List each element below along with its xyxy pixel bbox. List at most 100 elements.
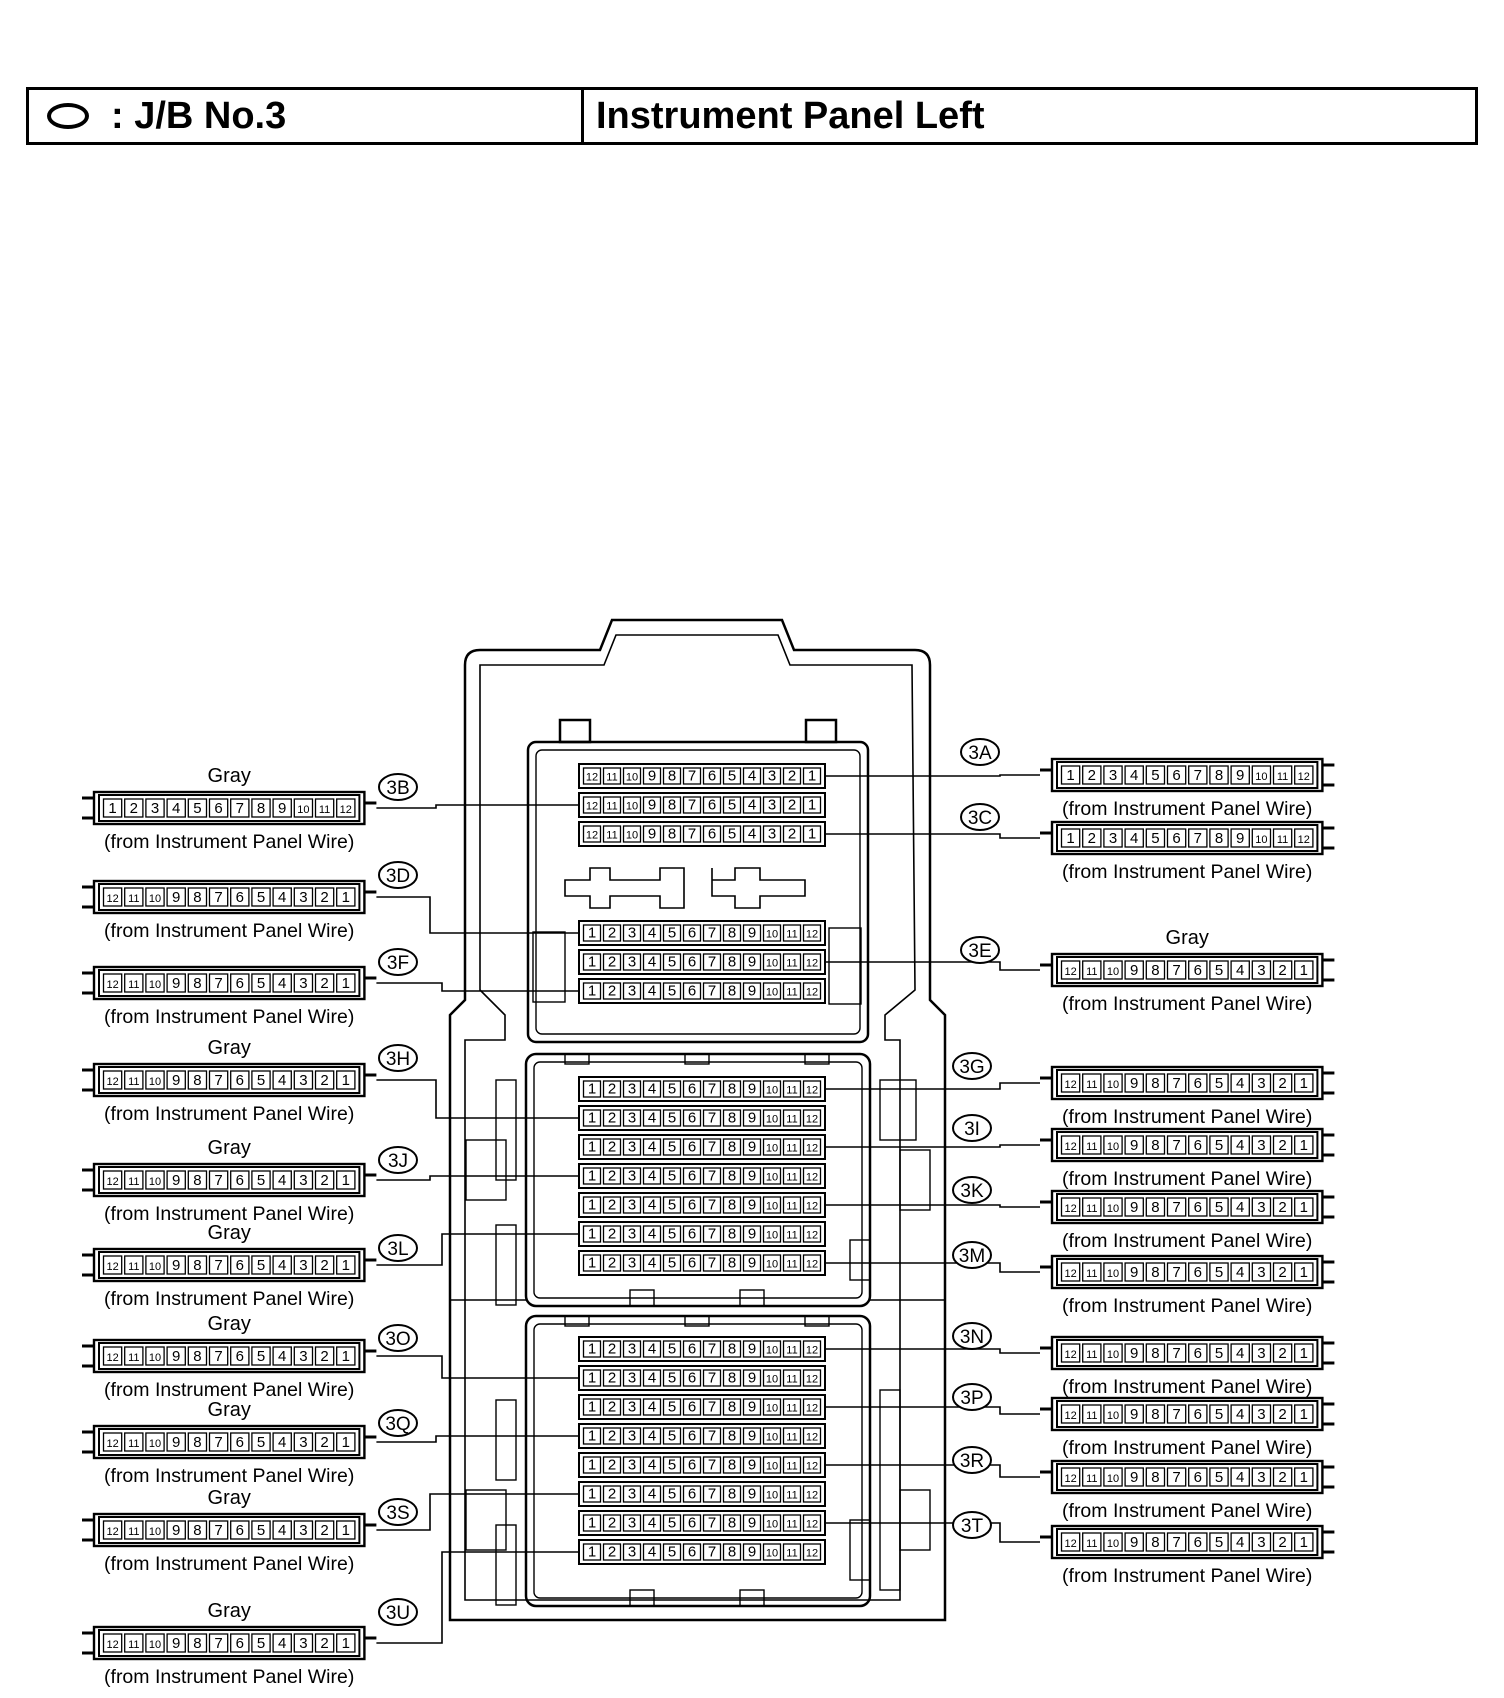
terminal-number: 2 <box>320 1348 328 1365</box>
terminal-number: 2 <box>1278 1137 1286 1154</box>
leader-line <box>825 774 1040 777</box>
terminal-number: 7 <box>1172 1264 1180 1281</box>
terminal-number: 8 <box>1151 1406 1159 1423</box>
terminal-number: 3 <box>628 1255 636 1272</box>
terminal-number: 1 <box>1300 1345 1308 1362</box>
terminal-number: 4 <box>648 1255 656 1272</box>
terminal-number: 3 <box>151 800 159 817</box>
terminal-number: 3 <box>1257 1469 1265 1486</box>
terminal-number: 8 <box>728 925 736 942</box>
terminal-number: 8 <box>728 983 736 1000</box>
terminal-number: 12 <box>586 772 598 784</box>
terminal-number: 12 <box>806 1374 818 1386</box>
terminal-number: 10 <box>1107 1410 1119 1422</box>
terminal-number: 8 <box>193 1434 201 1451</box>
terminal-number: 7 <box>708 1226 716 1243</box>
terminal-number: 12 <box>1298 834 1310 846</box>
terminal-number: 9 <box>748 1226 756 1243</box>
terminal-number: 9 <box>172 889 180 906</box>
leader-line <box>376 1551 579 1644</box>
terminal-number: 5 <box>1215 1199 1223 1216</box>
terminal-number: 3 <box>768 768 776 785</box>
terminal-number: 10 <box>1107 966 1119 978</box>
connector-color-label: Gray <box>208 765 251 787</box>
terminal-number: 11 <box>1086 1203 1097 1215</box>
terminal-number: 6 <box>1194 962 1202 979</box>
terminal-number: 6 <box>1194 1406 1202 1423</box>
terminal-number: 12 <box>806 987 818 999</box>
terminal-number: 8 <box>728 1399 736 1416</box>
terminal-number: 11 <box>1277 834 1288 846</box>
wire-source-caption: (from Instrument Panel Wire) <box>104 1103 354 1125</box>
terminal-number: 8 <box>193 975 201 992</box>
terminal-number: 2 <box>608 954 616 971</box>
terminal-number: 6 <box>1194 1534 1202 1551</box>
terminal-number: 5 <box>257 1348 265 1365</box>
terminal-number: 4 <box>278 889 286 906</box>
terminal-number: 3 <box>628 1168 636 1185</box>
terminal-number: 10 <box>1107 1141 1119 1153</box>
junction-block-code: : J/B No.3 <box>111 94 287 137</box>
terminal-number: 6 <box>688 1255 696 1272</box>
terminal-number: 4 <box>172 800 180 817</box>
terminal-number: 7 <box>214 1635 222 1652</box>
terminal-number: 10 <box>766 1201 778 1213</box>
terminal-number: 12 <box>106 1438 118 1450</box>
terminal-number: 5 <box>1215 1469 1223 1486</box>
terminal-number: 11 <box>128 1438 139 1450</box>
connector-color-label: Gray <box>1166 927 1209 949</box>
leader-line <box>376 1079 579 1119</box>
terminal-number: 6 <box>688 1197 696 1214</box>
terminal-number: 2 <box>608 1226 616 1243</box>
connector-color-label: Gray <box>208 1399 251 1421</box>
connector-id-label: 3N <box>960 1327 984 1348</box>
terminal-number: 8 <box>668 797 676 814</box>
terminal-number: 5 <box>728 797 736 814</box>
terminal-number: 5 <box>1151 830 1159 847</box>
terminal-number: 12 <box>1064 1473 1076 1485</box>
terminal-number: 1 <box>342 975 350 992</box>
terminal-number: 8 <box>1151 1137 1159 1154</box>
terminal-number: 7 <box>214 889 222 906</box>
terminal-number: 8 <box>193 1072 201 1089</box>
terminal-number: 3 <box>1257 1406 1265 1423</box>
terminal-number: 5 <box>193 800 201 817</box>
terminal-number: 8 <box>257 800 265 817</box>
terminal-number: 2 <box>608 1544 616 1561</box>
terminal-number: 12 <box>806 1519 818 1531</box>
terminal-number: 2 <box>608 1370 616 1387</box>
terminal-number: 7 <box>708 1370 716 1387</box>
terminal-number: 10 <box>766 929 778 941</box>
terminal-number: 7 <box>708 1428 716 1445</box>
terminal-number: 7 <box>214 1257 222 1274</box>
terminal-number: 11 <box>786 1085 797 1097</box>
terminal-number: 7 <box>214 1434 222 1451</box>
connector-color-label: Gray <box>208 1037 251 1059</box>
terminal-number: 1 <box>588 1428 596 1445</box>
leader-line <box>825 1144 1040 1148</box>
terminal-number: 11 <box>786 1432 797 1444</box>
terminal-number: 12 <box>806 1345 818 1357</box>
terminal-number: 2 <box>788 797 796 814</box>
terminal-number: 8 <box>728 1197 736 1214</box>
terminal-number: 12 <box>806 1259 818 1271</box>
terminal-number: 7 <box>1172 1075 1180 1092</box>
terminal-number: 9 <box>172 1434 180 1451</box>
terminal-number: 10 <box>149 1261 161 1273</box>
terminal-number: 6 <box>688 1110 696 1127</box>
terminal-number: 8 <box>193 1522 201 1539</box>
terminal-number: 1 <box>808 768 816 785</box>
terminal-number: 2 <box>1278 1075 1286 1092</box>
terminal-number: 3 <box>299 1257 307 1274</box>
terminal-number: 10 <box>766 958 778 970</box>
terminal-number: 3 <box>628 1486 636 1503</box>
